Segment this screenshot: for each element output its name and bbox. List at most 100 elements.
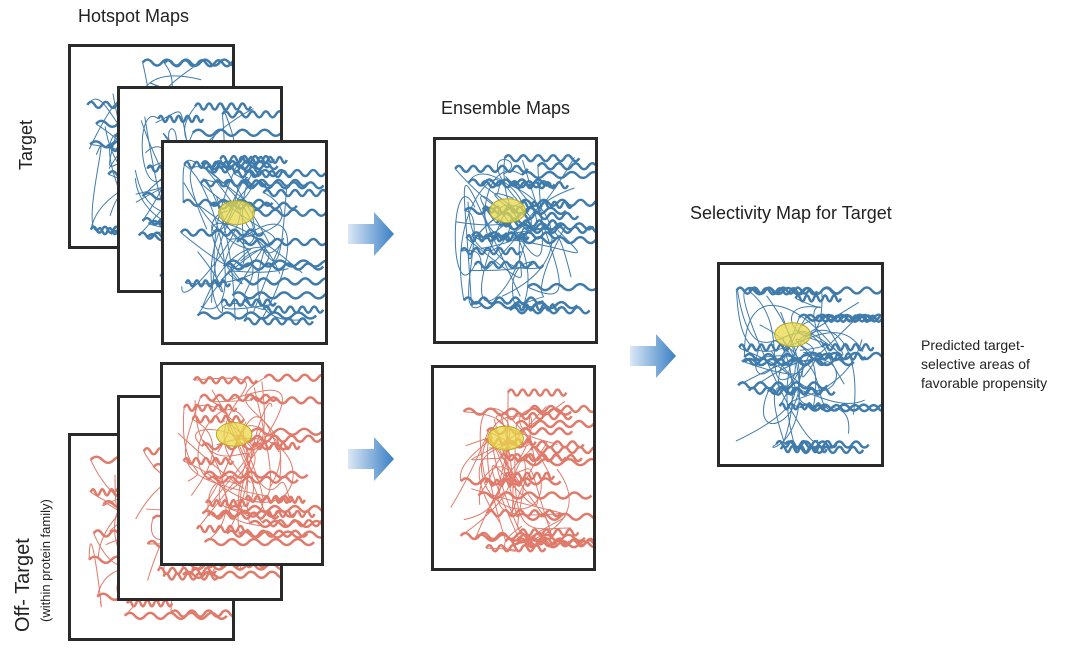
helix [251, 441, 301, 451]
helix [748, 287, 819, 296]
helix [474, 533, 586, 543]
target-selectivity-map [717, 262, 884, 467]
helix [226, 259, 325, 268]
helix [766, 387, 836, 396]
target-row-label: Target [16, 119, 36, 170]
selectivity-note: Predicted target- selective areas of fav… [921, 336, 1047, 393]
loop [513, 230, 578, 254]
loop [514, 423, 572, 530]
loop [194, 400, 249, 514]
loop [741, 348, 804, 375]
helix [262, 188, 325, 198]
helix [738, 343, 790, 352]
helix [243, 317, 314, 326]
helix [515, 419, 593, 429]
helix [459, 477, 562, 486]
helix [821, 343, 875, 352]
loop [748, 290, 861, 381]
helix [220, 298, 277, 307]
loop [194, 377, 251, 484]
loop [246, 402, 273, 525]
protein-structure [454, 154, 595, 315]
helix [783, 440, 870, 449]
note-line: favorable propensity [921, 375, 1048, 391]
loop [743, 290, 819, 443]
loop [251, 212, 285, 313]
loop [735, 347, 796, 442]
helix [196, 311, 318, 320]
helix [200, 442, 290, 451]
protein-structure [450, 388, 593, 553]
loop [497, 444, 562, 516]
helix [221, 110, 280, 119]
protein-structure [179, 154, 325, 326]
loop [773, 385, 865, 445]
helix [743, 352, 841, 362]
loop [183, 460, 270, 527]
loop [482, 156, 575, 236]
helix [462, 296, 544, 305]
helix [181, 570, 280, 580]
helix [203, 470, 309, 479]
target-ensemble-map [433, 137, 598, 344]
helix [526, 282, 595, 292]
loop [459, 436, 493, 482]
arrow-right-icon [348, 437, 394, 481]
hotspot-maps-title: Hotspot Maps [78, 6, 190, 26]
helix [519, 539, 593, 548]
helix [235, 434, 321, 443]
loop [501, 184, 553, 297]
loop [454, 196, 476, 276]
helix [500, 411, 573, 421]
helix [191, 128, 280, 138]
helix [182, 403, 238, 412]
helix [486, 232, 530, 241]
helix [519, 528, 580, 537]
helix [504, 471, 556, 481]
loop [450, 428, 521, 533]
hotspot-region [218, 200, 255, 226]
loop [772, 311, 800, 448]
loop [516, 415, 537, 465]
helix [778, 402, 827, 411]
helix [506, 388, 568, 397]
loop [455, 173, 524, 226]
helix [169, 609, 232, 618]
target-hotspot-map-3 [161, 140, 328, 345]
helix [454, 164, 529, 174]
loop [486, 415, 524, 542]
loop [182, 407, 199, 482]
loop [91, 145, 102, 232]
note-line: Predicted target- [921, 337, 1025, 353]
helix [179, 228, 265, 237]
helix [195, 524, 250, 534]
loop [202, 165, 288, 262]
helix [201, 509, 296, 518]
loop [460, 466, 511, 537]
loop [795, 297, 845, 385]
helix [194, 102, 253, 111]
protein-structure [177, 373, 321, 547]
arrow-right-icon [348, 212, 394, 256]
helix [231, 291, 325, 300]
loop [491, 465, 539, 544]
hotspot-region [215, 422, 253, 447]
helix [520, 170, 595, 180]
helix [192, 376, 258, 385]
helix [775, 439, 838, 449]
helix [250, 427, 321, 436]
helix [495, 219, 564, 228]
loop [182, 159, 248, 203]
loop [461, 225, 528, 272]
helix [226, 529, 309, 538]
helix [536, 162, 595, 171]
arrow-right-icon [630, 334, 676, 378]
helix [794, 445, 865, 455]
helix [263, 373, 321, 382]
loop [88, 543, 102, 608]
helix [821, 314, 881, 323]
loop [464, 210, 482, 309]
loop [203, 387, 272, 503]
helix [529, 404, 593, 414]
